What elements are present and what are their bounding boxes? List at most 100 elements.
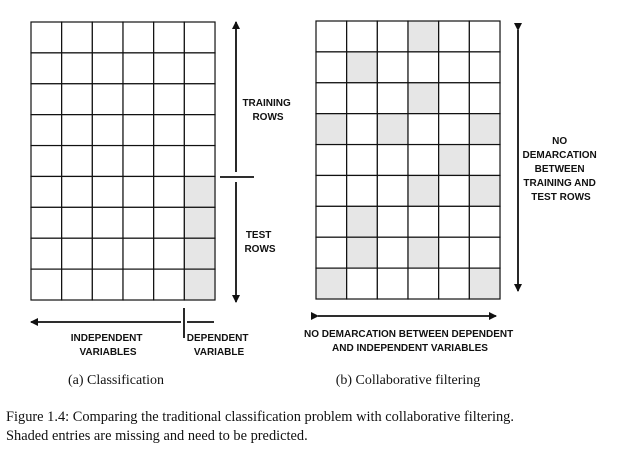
collab-cell xyxy=(407,113,440,146)
collab-cell xyxy=(407,143,440,177)
collab-cell xyxy=(346,82,378,115)
classification-cell xyxy=(183,114,216,147)
collab-cell xyxy=(438,113,470,146)
collab-shaded-cell xyxy=(407,82,440,115)
collab-shaded-cell xyxy=(346,236,378,269)
classification-cell xyxy=(61,268,93,301)
collab-cell xyxy=(376,236,409,269)
classification-cell xyxy=(30,114,63,147)
classification-cell xyxy=(91,83,124,116)
classification-cell xyxy=(122,268,155,301)
collab-shaded-cell xyxy=(468,267,501,300)
collab-cell xyxy=(315,51,348,84)
classification-cell xyxy=(122,83,155,116)
collab-cell xyxy=(468,205,501,238)
dependent-variable-label: DEPENDENT VARIABLE xyxy=(187,333,251,358)
classification-cell xyxy=(153,52,185,85)
collab-cell xyxy=(438,82,470,115)
collab-cell xyxy=(438,174,470,207)
collab-cell xyxy=(376,205,409,238)
collab-cell xyxy=(376,174,409,207)
classification-cell xyxy=(61,237,93,270)
classification-cell xyxy=(122,144,155,178)
collab-cell xyxy=(346,143,378,177)
classification-cell xyxy=(30,206,63,239)
classification-cell xyxy=(122,175,155,208)
classification-cell xyxy=(153,83,185,116)
collab-cell xyxy=(438,20,470,53)
collab-cell xyxy=(376,82,409,115)
no-column-demarcation-label: NO DEMARCATION BETWEEN DEPENDENT AND IND… xyxy=(304,329,516,354)
figure-caption-line-2: Shaded entries are missing and need to b… xyxy=(6,428,308,444)
classification-shaded-cell xyxy=(183,175,216,208)
classification-cell xyxy=(61,52,93,85)
classification-cell xyxy=(153,114,185,147)
test-rows-label: TEST ROWS xyxy=(244,230,275,255)
collab-cell xyxy=(407,267,440,300)
collab-shaded-cell xyxy=(315,267,348,300)
no-row-demarcation-label: NO DEMARCATION BETWEEN TRAINING AND TEST… xyxy=(522,136,599,203)
classification-cell xyxy=(183,52,216,85)
figure-caption-line-1: Figure 1.4: Comparing the traditional cl… xyxy=(6,409,514,425)
classification-cell xyxy=(183,83,216,116)
classification-cell xyxy=(153,175,185,208)
collab-shaded-cell xyxy=(468,113,501,146)
collab-cell xyxy=(315,236,348,269)
classification-shaded-cell xyxy=(183,206,216,239)
collab-shaded-cell xyxy=(376,113,409,146)
collab-cell xyxy=(438,236,470,269)
classification-cell xyxy=(30,83,63,116)
collab-cell xyxy=(315,143,348,177)
collab-cell xyxy=(315,82,348,115)
classification-cell xyxy=(91,206,124,239)
classification-cell xyxy=(91,175,124,208)
classification-cell xyxy=(61,144,93,178)
classification-matrix xyxy=(30,21,216,301)
training-rows-label: TRAINING ROWS xyxy=(242,98,293,123)
classification-cell xyxy=(153,206,185,239)
classification-cell xyxy=(91,237,124,270)
independent-variables-label: INDEPENDENT VARIABLES xyxy=(71,333,145,358)
classification-cell xyxy=(183,21,216,54)
collab-cell xyxy=(407,205,440,238)
collab-shaded-cell xyxy=(346,205,378,238)
classification-caption: (a) Classification xyxy=(68,373,164,388)
collab-shaded-cell xyxy=(407,174,440,207)
collab-shaded-cell xyxy=(407,20,440,53)
collab-cell xyxy=(346,113,378,146)
collaborative-filtering-matrix xyxy=(315,20,501,300)
collab-cell xyxy=(346,174,378,207)
classification-cell xyxy=(91,268,124,301)
classification-cell xyxy=(153,268,185,301)
classification-cell xyxy=(122,114,155,147)
classification-cell xyxy=(153,144,185,178)
collab-cell xyxy=(315,20,348,53)
classification-cell xyxy=(122,21,155,54)
collab-cell xyxy=(315,205,348,238)
collab-cell xyxy=(438,205,470,238)
collab-shaded-cell xyxy=(315,113,348,146)
collab-cell xyxy=(376,267,409,300)
collab-cell xyxy=(376,20,409,53)
classification-cell xyxy=(91,114,124,147)
collab-shaded-cell xyxy=(407,236,440,269)
collab-shaded-cell xyxy=(468,174,501,207)
classification-cell xyxy=(183,144,216,178)
collab-cell xyxy=(468,20,501,53)
classification-cell xyxy=(61,83,93,116)
classification-cell xyxy=(91,52,124,85)
classification-cell xyxy=(122,237,155,270)
classification-cell xyxy=(61,114,93,147)
collab-cell xyxy=(346,20,378,53)
collab-shaded-cell xyxy=(346,51,378,84)
classification-cell xyxy=(30,268,63,301)
classification-cell xyxy=(30,237,63,270)
classification-cell xyxy=(91,21,124,54)
collab-cell xyxy=(468,236,501,269)
collab-cell xyxy=(438,267,470,300)
classification-cell xyxy=(30,52,63,85)
collab-cell xyxy=(438,51,470,84)
classification-cell xyxy=(122,52,155,85)
collab-shaded-cell xyxy=(438,143,470,177)
